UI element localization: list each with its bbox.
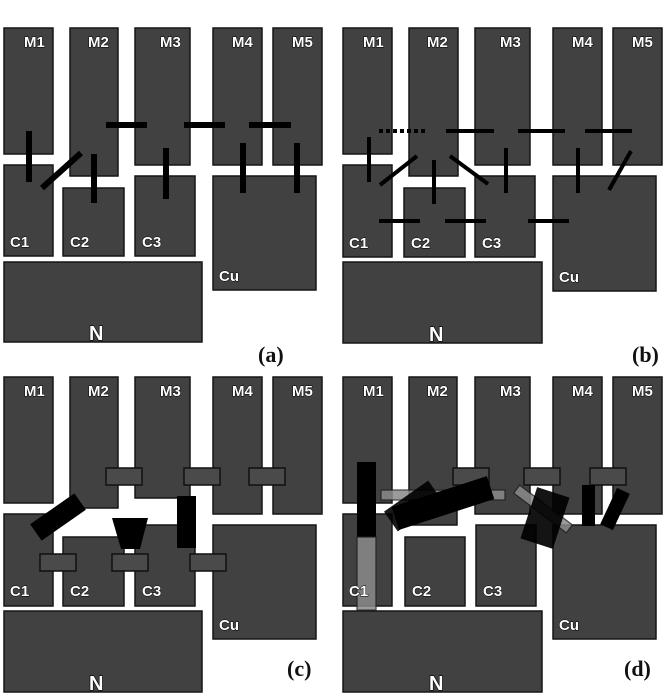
label-m1: M1 <box>24 34 45 51</box>
label-c1: C1 <box>349 583 368 600</box>
solid-m4-cu <box>582 485 595 526</box>
patch-c1-c2 <box>39 553 77 572</box>
label-m2: M2 <box>88 383 109 400</box>
label-c3: C3 <box>142 583 161 600</box>
patch-m3-m4 <box>523 467 561 486</box>
patch-m4-m5 <box>589 467 627 486</box>
label-m3: M3 <box>500 34 521 51</box>
block-n <box>342 610 543 693</box>
panel-label-c: (c) <box>287 656 311 681</box>
connector-m2-c1 <box>378 154 419 187</box>
solid-m2-c1 <box>30 493 86 541</box>
solid-m2-c3-trapezoid <box>112 518 148 549</box>
block-m3 <box>474 27 531 166</box>
label-c3: C3 <box>483 583 502 600</box>
label-m4: M4 <box>572 34 593 51</box>
label-m4: M4 <box>232 34 253 51</box>
block-cu <box>552 524 657 640</box>
label-c2: C2 <box>70 583 89 600</box>
label-m1: M1 <box>363 34 384 51</box>
block-m1 <box>342 27 393 155</box>
label-c1: C1 <box>349 235 368 252</box>
label-m5: M5 <box>292 34 313 51</box>
panel-label-d: (d) <box>624 656 651 681</box>
block-m5 <box>272 376 323 515</box>
label-m5: M5 <box>292 383 313 400</box>
label-m5: M5 <box>632 383 653 400</box>
label-c2: C2 <box>411 235 430 252</box>
label-m2: M2 <box>427 34 448 51</box>
block-m2 <box>69 376 119 509</box>
label-cu: Cu <box>219 617 239 634</box>
label-c2: C2 <box>70 234 89 251</box>
label-cu: Cu <box>559 269 579 286</box>
patch-m3-m4 <box>183 467 221 486</box>
block-n <box>3 610 203 693</box>
label-m4: M4 <box>572 383 593 400</box>
label-c1: C1 <box>10 234 29 251</box>
block-m4 <box>212 376 263 515</box>
label-c3: C3 <box>482 235 501 252</box>
solid-m5-cu <box>600 487 630 531</box>
panel-c: M1 M2 M3 M4 M5 C1 C2 C3 Cu N (c) <box>3 376 323 695</box>
panel-label-b: (b) <box>632 342 659 367</box>
label-n: N <box>89 323 103 345</box>
label-c3: C3 <box>142 234 161 251</box>
panel-b: M1 M2 M3 M4 M5 C1 C2 C3 Cu N (b) <box>342 27 663 367</box>
label-cu: Cu <box>559 617 579 634</box>
label-m3: M3 <box>160 383 181 400</box>
solid-m3-c3 <box>520 487 570 549</box>
label-m1: M1 <box>24 383 45 400</box>
label-n: N <box>429 673 443 695</box>
label-m3: M3 <box>160 34 181 51</box>
label-n: N <box>89 673 103 695</box>
solid-m3-c3 <box>177 496 196 548</box>
label-c2: C2 <box>412 583 431 600</box>
block-m4 <box>552 27 603 166</box>
block-n <box>3 261 203 343</box>
label-m2: M2 <box>88 34 109 51</box>
block-m3 <box>134 376 191 499</box>
label-m4: M4 <box>232 383 253 400</box>
solid-vertical-c1 <box>357 462 376 537</box>
label-c1: C1 <box>10 583 29 600</box>
label-m5: M5 <box>632 34 653 51</box>
label-n: N <box>429 324 443 346</box>
solid-m2-c1-long <box>391 476 495 530</box>
block-m4 <box>212 27 263 166</box>
patch-m2-m3 <box>105 467 143 486</box>
panel-d: M1 M2 M3 M4 M5 C2 C3 Cu N C1 (d) <box>342 376 663 695</box>
patch-m4-m5 <box>248 467 286 486</box>
block-m1 <box>3 376 54 504</box>
block-cu <box>212 175 317 291</box>
block-cu <box>212 524 317 640</box>
label-m3: M3 <box>500 383 521 400</box>
patch-c3-cu <box>189 553 227 572</box>
block-c2 <box>404 536 466 607</box>
block-n <box>342 261 543 344</box>
patch-c2-c3 <box>111 553 149 572</box>
connector-m2-c1 <box>39 150 84 191</box>
block-m3 <box>134 27 191 166</box>
label-m1: M1 <box>363 383 384 400</box>
connector-m5-cu <box>607 150 633 191</box>
label-cu: Cu <box>219 268 239 285</box>
block-cu <box>552 175 657 292</box>
block-m5 <box>612 27 663 166</box>
block-m2 <box>69 27 119 177</box>
panel-label-a: (a) <box>258 342 284 367</box>
panel-a: M1 M2 M3 M4 M5 C1 C2 C3 Cu N (a) <box>3 27 323 367</box>
ghost-vertical-c1 <box>356 536 377 611</box>
connector-m2-c3 <box>448 154 490 186</box>
block-m2 <box>408 27 459 177</box>
label-m2: M2 <box>427 383 448 400</box>
